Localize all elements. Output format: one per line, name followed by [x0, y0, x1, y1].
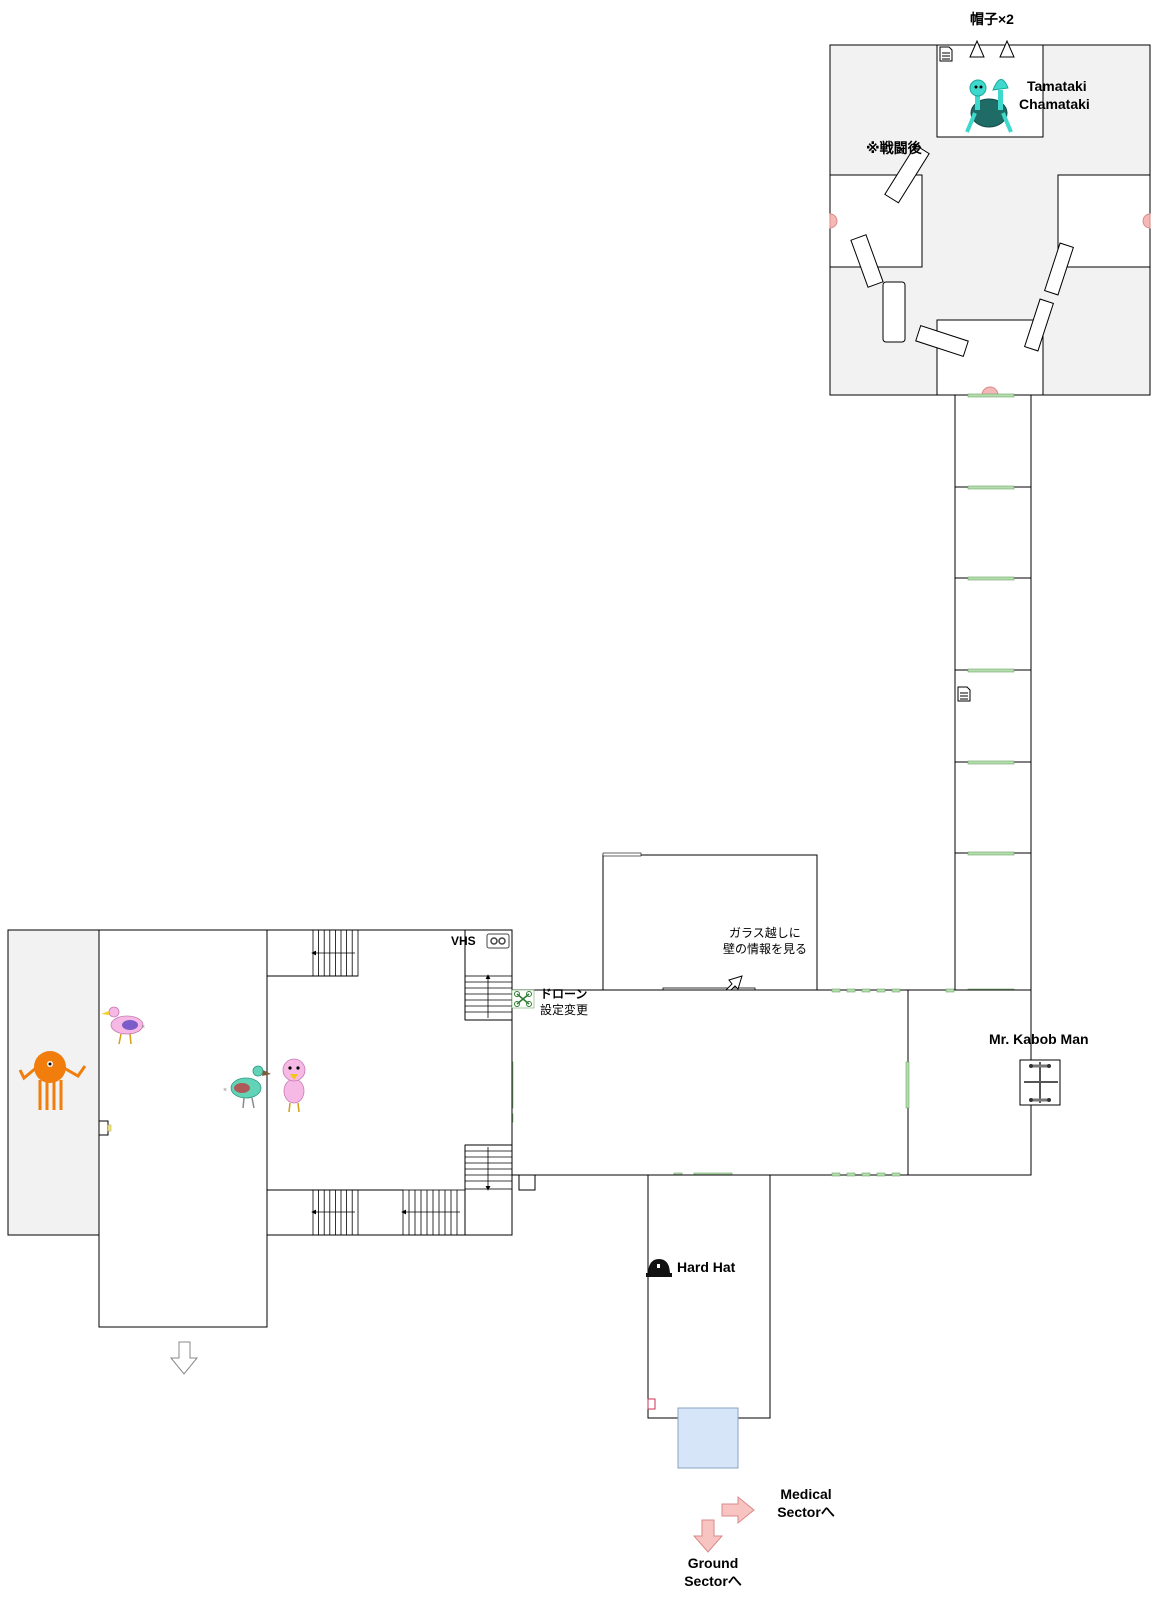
arrow-right-icon[interactable] [721, 1495, 755, 1525]
hat-icon[interactable] [969, 39, 1015, 58]
after-battle-note: ※戦闘後 [866, 140, 922, 156]
teal-dodo-bird[interactable]: × [223, 1065, 271, 1109]
arrow-down-icon[interactable] [169, 1341, 199, 1375]
drone-label-line1: ドローン [540, 987, 588, 1001]
octopus-monster[interactable] [18, 1051, 87, 1110]
mr-kabob-man[interactable] [1019, 1059, 1061, 1106]
glass-note-line2: 壁の情報を見る [723, 942, 808, 956]
ground-sector-line1: Ground [687, 1555, 739, 1571]
boss-name-line2: Chamataki [1019, 96, 1090, 112]
svg-text:×: × [141, 1024, 145, 1031]
vhs-label: VHS [451, 934, 476, 948]
arrow-down-icon[interactable] [692, 1519, 724, 1553]
west-building [7, 929, 513, 1328]
vhs-tape-icon[interactable] [486, 933, 510, 949]
pink-dodo-bird[interactable]: × [101, 1006, 145, 1045]
document-icon[interactable] [957, 686, 971, 702]
drone-icon[interactable] [511, 989, 535, 1009]
document-icon[interactable] [939, 46, 953, 62]
hard-hat-icon[interactable] [646, 1259, 672, 1277]
pink-chick[interactable] [282, 1058, 306, 1113]
central-hall [511, 989, 1032, 1191]
svg-text:×: × [223, 1087, 227, 1094]
ground-sector-line2: Sectorへ [684, 1573, 742, 1589]
kabob-man-label: Mr. Kabob Man [989, 1031, 1089, 1047]
south-room [647, 1174, 771, 1469]
hard-hat-label: Hard Hat [677, 1259, 736, 1275]
glass-room [602, 852, 818, 993]
medical-sector-line1: Medical [780, 1486, 832, 1502]
drone-label-line2: 設定変更 [540, 1003, 589, 1017]
medical-sector-line2: Sectorへ [777, 1504, 835, 1520]
boss-name-line1: Tamataki [1027, 78, 1087, 94]
hats-label: 帽子×2 [970, 11, 1014, 27]
boss-area [829, 44, 1151, 396]
glass-note-line1: ガラス越しに [729, 926, 801, 940]
tamataki-chamataki-boss[interactable] [965, 79, 1013, 133]
stairs-icon [311, 929, 513, 1236]
